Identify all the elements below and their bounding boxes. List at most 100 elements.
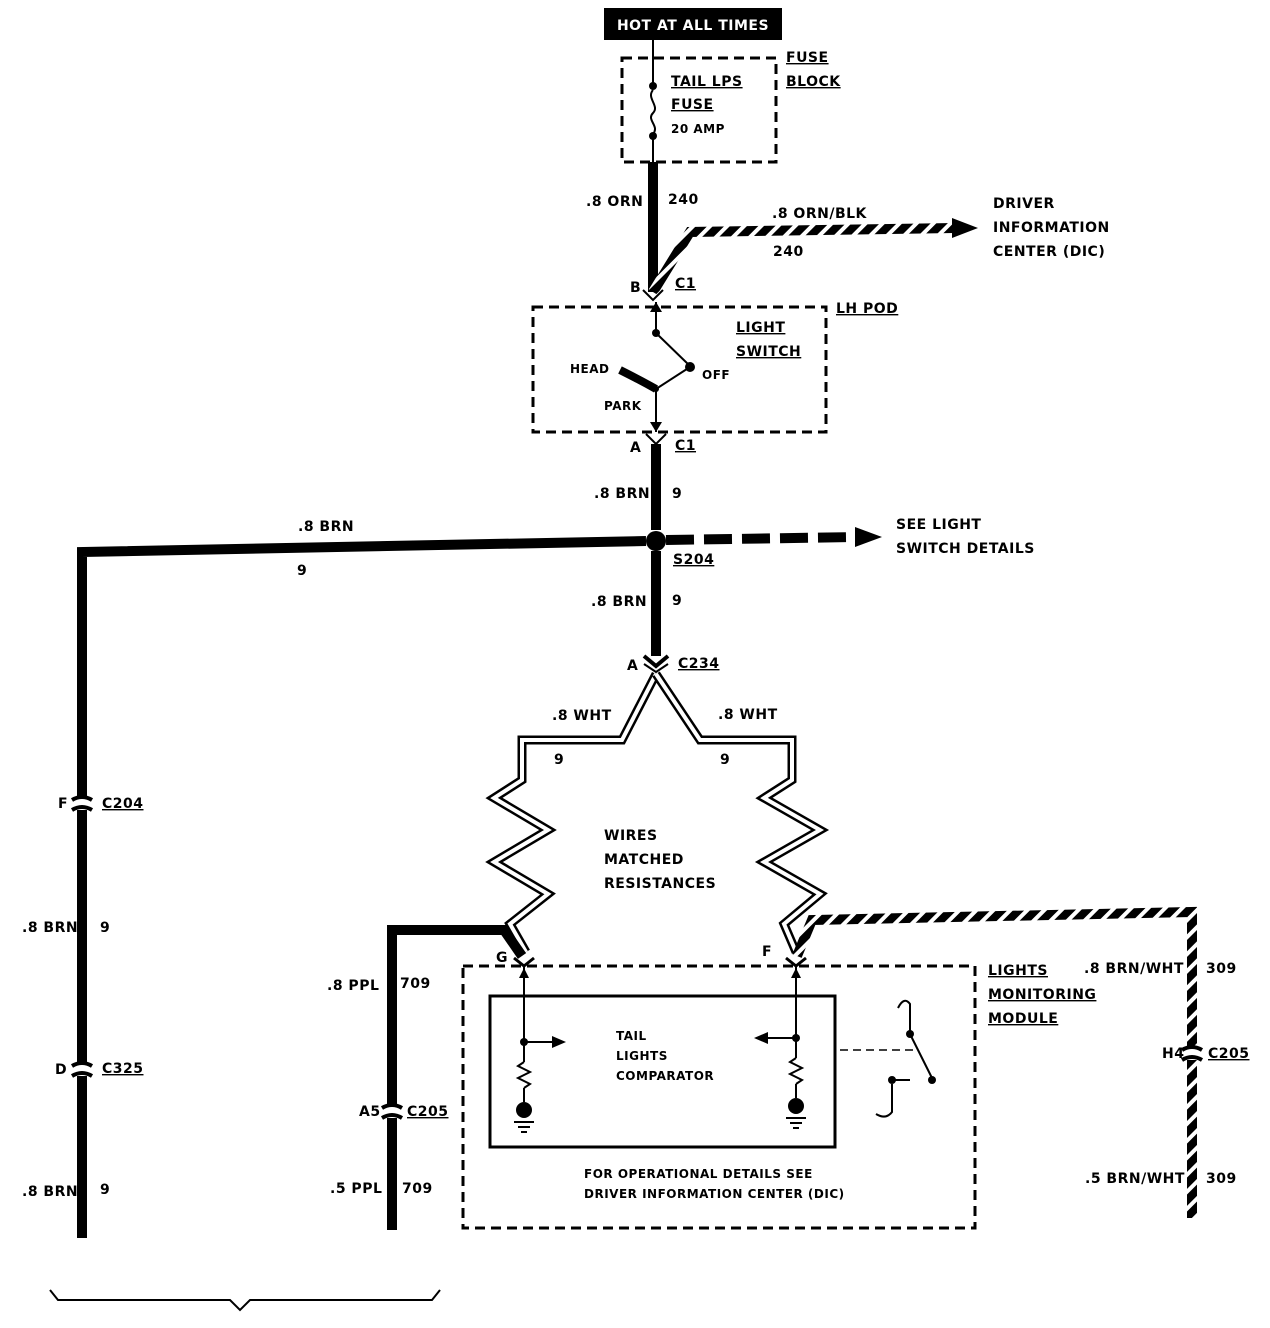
module-label-line1: LIGHTS <box>988 963 1048 979</box>
dic-label-line2: INFORMATION <box>993 220 1110 236</box>
wht-right-size: .8 WHT <box>718 707 778 723</box>
wire-709-ppl <box>387 925 527 1230</box>
bottom-brace <box>49 1289 441 1312</box>
wire-9-a-size: .8 BRN <box>594 486 650 502</box>
wire-9-wht-right <box>652 671 830 954</box>
brn-wht-bot-size: .5 BRN/WHT <box>1085 1171 1185 1187</box>
light-switch-label-line2: SWITCH <box>736 344 801 360</box>
module-output-switch-icon <box>840 999 936 1118</box>
fuse-terminal-bottom <box>649 132 657 140</box>
brn-wht-bot-number: 309 <box>1206 1171 1237 1187</box>
connector-c204-icon <box>70 795 94 812</box>
connector-c204-label: C204 <box>102 796 144 812</box>
comparator-input-right <box>754 966 806 1129</box>
fuse-element-icon <box>650 89 656 135</box>
switch-head-label: HEAD <box>570 362 610 376</box>
resistance-note-line2: MATCHED <box>604 852 684 868</box>
tail-lights-comparator-box <box>488 994 837 1149</box>
wht-left-size: .8 WHT <box>552 708 612 724</box>
connector-c1-top-label: C1 <box>675 276 696 292</box>
left-bot-number: 9 <box>100 1182 110 1198</box>
brn-wht-top-size: .8 BRN/WHT <box>1084 961 1184 977</box>
fuse-block-label-line2: BLOCK <box>786 74 841 90</box>
switch-off-link <box>655 366 691 390</box>
fuse-terminal-top <box>649 82 657 90</box>
fuse-rating: 20 AMP <box>671 122 725 136</box>
wire-240-orn-blk <box>648 223 956 295</box>
module-label-line2: MONITORING <box>988 987 1096 1003</box>
wire-9-light-details <box>665 532 859 545</box>
connector-c205-a5-icon <box>380 1103 404 1120</box>
connector-c234-icon-lower <box>643 663 669 674</box>
resistance-note-line3: RESISTANCES <box>604 876 716 892</box>
comparator-input-left <box>514 966 566 1133</box>
light-details-line2: SWITCH DETAILS <box>896 541 1035 557</box>
hot-at-all-times-label: HOT AT ALL TIMES <box>617 18 769 34</box>
module-note-line1: FOR OPERATIONAL DETAILS SEE <box>584 1167 813 1181</box>
connector-c234-pin: A <box>627 658 638 674</box>
connector-c205-h4-label: C205 <box>1208 1046 1250 1062</box>
wire-240-size: .8 ORN <box>586 194 643 210</box>
connector-c1-bottom-icon <box>645 433 667 446</box>
brn-wht-top-number: 309 <box>1206 961 1237 977</box>
connector-c1-top-icon <box>642 289 664 302</box>
light-details-line1: SEE LIGHT <box>896 517 981 533</box>
wire-9-b-size: .8 BRN <box>591 594 647 610</box>
dic-label-line3: CENTER (DIC) <box>993 244 1105 260</box>
wire-9-b-number: 9 <box>672 593 682 609</box>
switch-off-label: OFF <box>702 368 730 382</box>
wht-left-number: 9 <box>554 752 564 768</box>
ppl-top-number: 709 <box>400 976 431 992</box>
lh-pod-box <box>531 305 828 434</box>
splice-s204 <box>646 531 666 551</box>
dic-label-line1: DRIVER <box>993 196 1055 212</box>
wire-9-wht-left <box>485 671 661 955</box>
left-bot-size: .8 BRN <box>22 1184 78 1200</box>
comparator-label-line1: TAIL <box>616 1029 647 1043</box>
wire-9-left-number: 9 <box>297 563 307 579</box>
comparator-label-line2: LIGHTS <box>616 1049 668 1063</box>
wire-240-number: 240 <box>668 192 699 208</box>
connector-c325-label: C325 <box>102 1061 144 1077</box>
lights-monitoring-module-box <box>461 964 977 1230</box>
module-pin-f: F <box>762 944 772 960</box>
dic-wire-size: .8 ORN/BLK <box>772 206 868 222</box>
light-switch-label-line1: LIGHT <box>736 320 785 336</box>
lh-pod-label: LH POD <box>836 301 898 317</box>
wire-9-left-size: .8 BRN <box>298 519 354 535</box>
connector-c325-pin: D <box>55 1062 67 1078</box>
connector-c234-label: C234 <box>678 656 720 672</box>
ppl-bot-size: .5 PPL <box>330 1181 382 1197</box>
fuse-block-box <box>620 56 778 164</box>
hot-at-all-times-badge <box>604 8 782 40</box>
connector-c1-top-pin: B <box>630 280 641 296</box>
switch-output-arrow-icon <box>650 422 662 432</box>
fuse-block-label-line1: FUSE <box>786 50 829 66</box>
resistance-note-line1: WIRES <box>604 828 658 844</box>
connector-c205-a5-pin: A5 <box>359 1104 381 1120</box>
dic-arrow-icon <box>952 218 978 238</box>
wire-9-left-branch <box>77 536 647 1238</box>
connector-c204-pin: F <box>58 796 68 812</box>
wht-right-number: 9 <box>720 752 730 768</box>
fuse-name-line1: TAIL LPS <box>671 74 743 90</box>
module-pin-g: G <box>496 950 508 966</box>
ppl-top-size: .8 PPL <box>327 978 379 994</box>
connector-c325-icon <box>70 1061 94 1078</box>
light-details-arrow-icon <box>855 527 882 547</box>
comparator-label-line3: COMPARATOR <box>616 1069 714 1083</box>
wire-309-brn-wht <box>792 906 1197 1218</box>
connector-c1-bottom-label: C1 <box>675 438 696 454</box>
ppl-bot-number: 709 <box>402 1181 433 1197</box>
splice-s204-label: S204 <box>673 552 714 568</box>
connector-c205-a5-label: C205 <box>407 1104 449 1120</box>
left-mid-size: .8 BRN <box>22 920 78 936</box>
switch-park-label: PARK <box>604 399 642 413</box>
connector-c234-icon <box>642 654 670 669</box>
connector-c205-h4-pin: H4 <box>1162 1046 1184 1062</box>
switch-blade <box>655 332 691 367</box>
connector-c205-h4-icon <box>1180 1045 1204 1062</box>
module-note-line2: DRIVER INFORMATION CENTER (DIC) <box>584 1187 845 1201</box>
connector-c1-bottom-pin: A <box>630 440 641 456</box>
